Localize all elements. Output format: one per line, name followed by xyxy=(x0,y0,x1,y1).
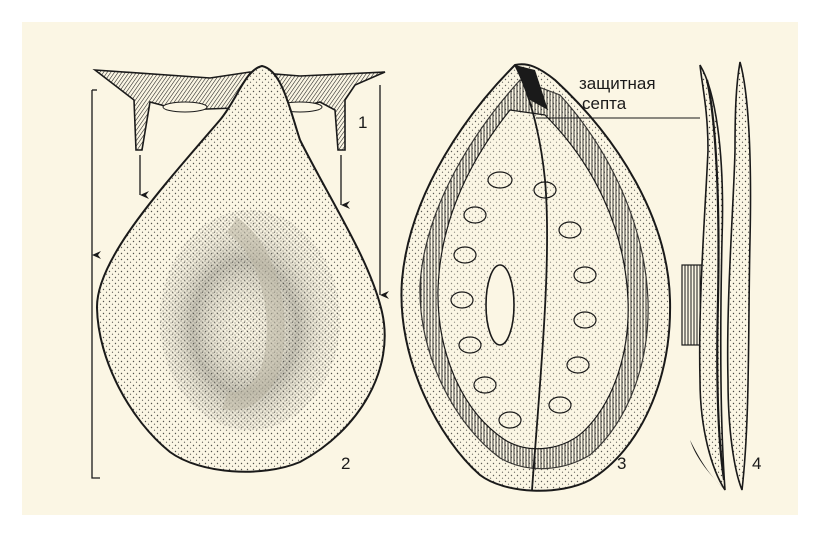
label-2: 2 xyxy=(341,454,350,474)
item-3-opened-capsule xyxy=(401,64,670,491)
septa-label-line1: защитная xyxy=(579,74,656,94)
label-4: 4 xyxy=(752,454,761,474)
septa-label-line2: септа xyxy=(582,94,626,114)
label-1: 1 xyxy=(358,113,367,133)
label-3: 3 xyxy=(617,454,626,474)
item-4-side-view xyxy=(682,62,751,490)
